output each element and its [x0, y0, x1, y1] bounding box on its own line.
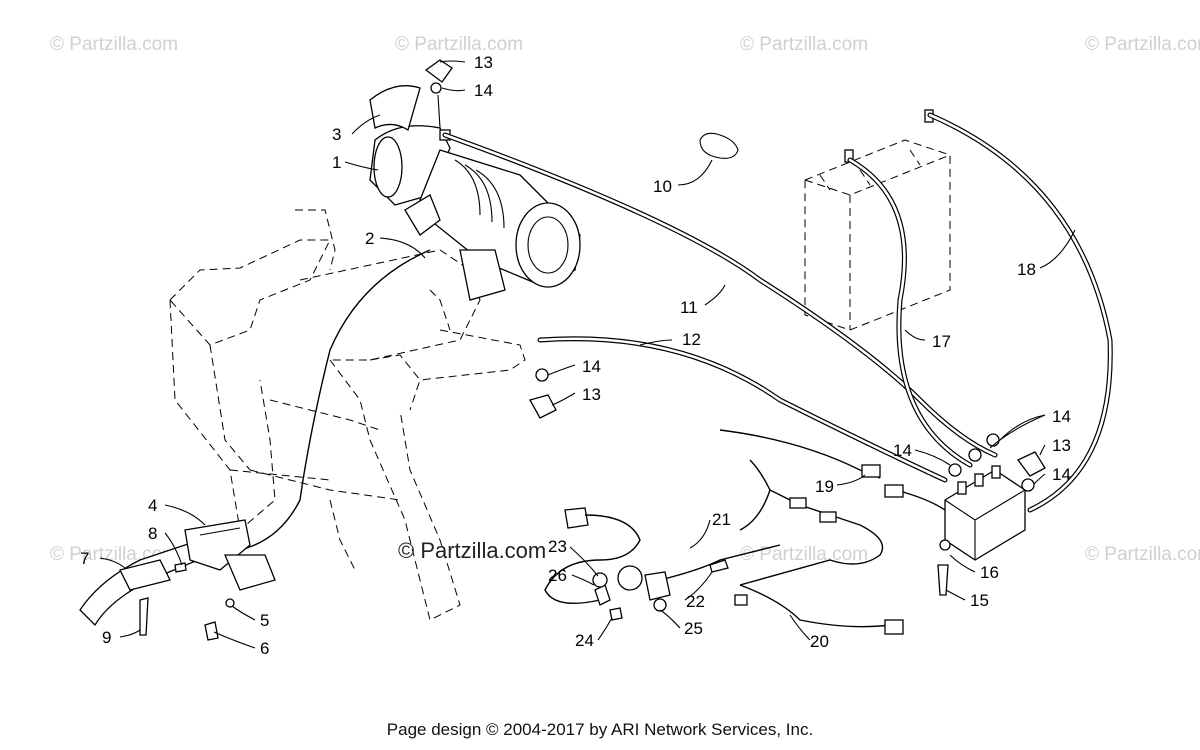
callout-17: 17 [932, 332, 951, 351]
callout-14-top: 14 [474, 81, 493, 100]
callout-20: 20 [810, 632, 829, 651]
callout-13-right: 13 [1052, 436, 1071, 455]
cable-11 [442, 132, 998, 458]
terminal-boot-top [424, 59, 453, 83]
callout-7: 7 [80, 549, 89, 568]
nut-right-3 [948, 463, 962, 477]
watermark-bottom-far-right: © Partzilla.com [1085, 544, 1200, 565]
callout-23: 23 [548, 537, 567, 556]
callout-18: 18 [1017, 260, 1036, 279]
callout-15: 15 [970, 591, 989, 610]
nut-right-2 [968, 448, 982, 462]
callout-labels: 13 14 3 1 2 10 11 12 14 13 18 17 14 14 1… [80, 53, 1071, 658]
callout-19: 19 [815, 477, 834, 496]
callout-21: 21 [712, 510, 731, 529]
watermark-bottom-right: © Partzilla.com [740, 544, 868, 565]
solenoid [939, 465, 1026, 561]
callout-14-right-bottom: 14 [1052, 465, 1071, 484]
watermark-group: © Partzilla.com © Partzilla.com © Partzi… [50, 34, 1200, 565]
control-cable-2 [239, 249, 431, 551]
handlebar-switch [79, 519, 276, 641]
callout-11: 11 [680, 298, 698, 317]
callout-6: 6 [260, 639, 269, 658]
snap-ring [699, 132, 739, 159]
callout-3: 3 [332, 125, 341, 144]
callout-24: 24 [575, 631, 594, 650]
callout-10: 10 [653, 177, 672, 196]
callout-12: 12 [682, 330, 701, 349]
callout-4: 4 [148, 496, 157, 515]
winch-assembly [369, 125, 581, 301]
callout-22: 22 [686, 592, 705, 611]
watermark-top-right: © Partzilla.com [740, 34, 868, 55]
callout-8: 8 [148, 524, 157, 543]
nut-right-1 [986, 433, 1000, 447]
watermark-top-far-right: © Partzilla.com [1085, 34, 1200, 55]
callout-25: 25 [684, 619, 703, 638]
callout-5: 5 [260, 611, 269, 630]
nut-middle [535, 368, 549, 382]
watermark-top-left: © Partzilla.com [50, 34, 178, 55]
wiring-harness [659, 429, 946, 635]
callout-16: 16 [980, 563, 999, 582]
watermark-top-center: © Partzilla.com [395, 34, 523, 55]
callout-14-right-top: 14 [1052, 407, 1071, 426]
callout-14-middle: 14 [582, 357, 601, 376]
callout-26: 26 [548, 566, 567, 585]
nut-top [430, 82, 442, 94]
page-footer-copyright: Page design © 2004-2017 by ARI Network S… [386, 720, 814, 739]
callout-13-top: 13 [474, 53, 493, 72]
cable-17 [847, 157, 973, 468]
terminal-boot-right [1017, 451, 1046, 477]
motor-cover [369, 85, 421, 132]
cable-18 [927, 112, 1113, 513]
callout-14-right-left: 14 [893, 441, 912, 460]
bolt-15 [937, 564, 949, 596]
callout-1: 1 [332, 153, 341, 172]
callout-2: 2 [365, 229, 374, 248]
leader-lines [99, 60, 1076, 649]
nut-right-4 [1021, 478, 1035, 492]
cable-12 [537, 336, 948, 483]
callout-9: 9 [102, 628, 111, 647]
callout-13-middle: 13 [582, 385, 601, 404]
switch-harness [544, 507, 671, 621]
terminal-boot-middle [529, 394, 557, 419]
battery [804, 109, 951, 331]
watermark-center: © Partzilla.com [398, 538, 546, 563]
